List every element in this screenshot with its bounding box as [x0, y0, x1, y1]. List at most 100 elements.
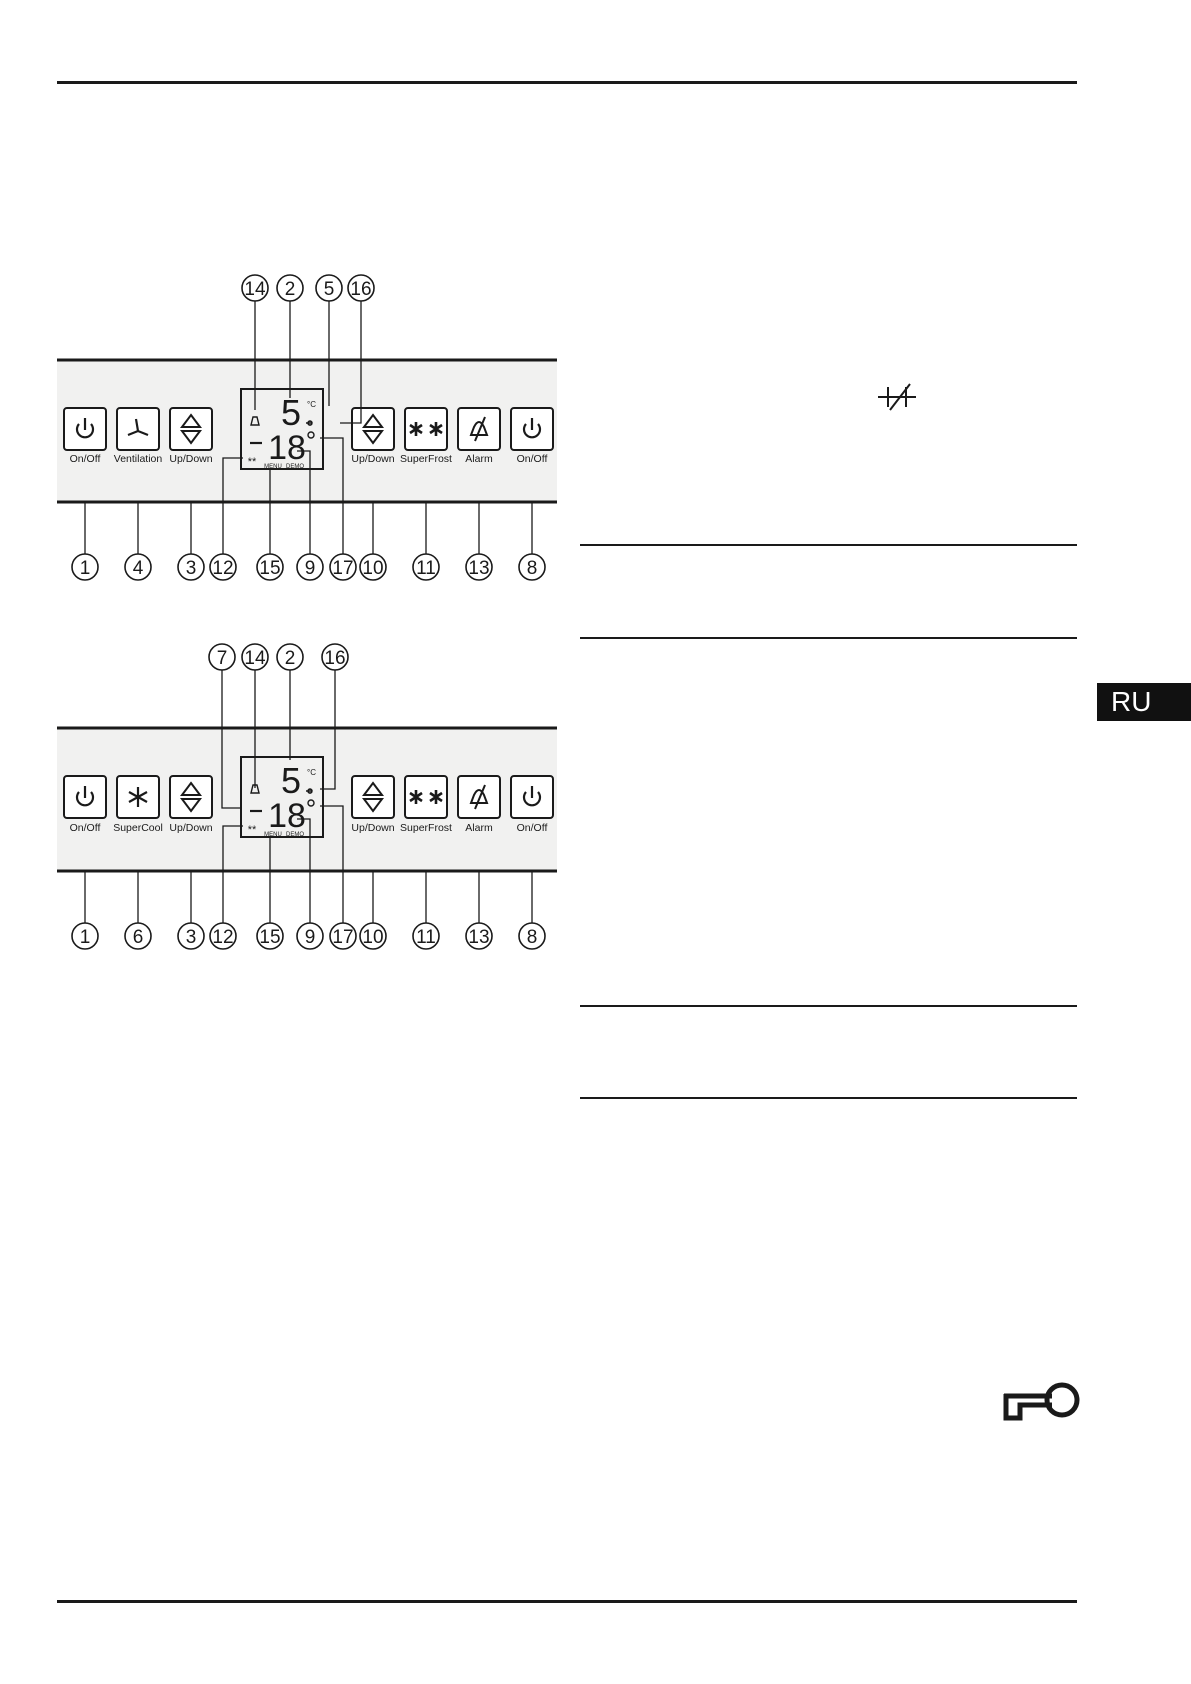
display-alarm-indicator	[250, 784, 260, 794]
alarm-button[interactable]: Alarm	[457, 775, 501, 834]
up-down-right-label: Up/Down	[351, 453, 394, 465]
supercool-button[interactable]: SuperCool	[113, 775, 163, 834]
button-face[interactable]	[169, 775, 213, 819]
leader-line	[320, 670, 336, 790]
leader-line	[222, 825, 243, 923]
callout-number: 10	[362, 927, 383, 948]
bell	[469, 421, 489, 436]
callout-17: 17	[329, 553, 357, 581]
callout-number: 2	[285, 648, 296, 669]
callout-circle	[241, 643, 269, 671]
callout-circle	[124, 922, 152, 950]
up-down-right-button[interactable]: Up/Down	[351, 407, 395, 465]
callout-13: 13	[465, 922, 493, 950]
superfrost-button[interactable]: SuperFrost	[400, 407, 452, 465]
on-off-left-button[interactable]: On/Off	[63, 775, 107, 834]
callout-1: 1	[71, 553, 99, 581]
callout-3: 3	[177, 922, 205, 950]
display-superfrost-indicator: **	[248, 456, 257, 468]
display-unit: °C	[307, 768, 316, 777]
on-off-right-button[interactable]: On/Off	[510, 407, 554, 465]
display-superfrost-indicator: **	[248, 824, 257, 836]
up-down-right-label: Up/Down	[351, 822, 394, 834]
ventilation-button[interactable]: Ventilation	[114, 407, 163, 465]
display-frame	[240, 388, 324, 470]
snowflake-icon	[128, 787, 148, 807]
callout-circle	[412, 922, 440, 950]
callout-number: 9	[305, 927, 316, 948]
on-off-left-label: On/Off	[70, 822, 101, 834]
section-rule-4	[580, 1097, 1077, 1099]
up-down-left-button[interactable]: Up/Down	[169, 775, 213, 834]
double-snowflake-icon	[409, 422, 443, 436]
leader-line	[320, 437, 344, 554]
callout-number: 17	[332, 558, 353, 579]
callout-circle	[315, 274, 343, 302]
superfrost-button[interactable]: SuperFrost	[400, 775, 452, 834]
up-down-icon	[362, 413, 384, 445]
up-arrow	[362, 413, 384, 428]
callout-circle	[209, 553, 237, 581]
callout-16: 16	[321, 643, 349, 671]
callout-number: 5	[324, 279, 335, 300]
ventilation-symbol-icon	[878, 383, 916, 411]
callout-10: 10	[359, 922, 387, 950]
callout-number: 8	[527, 558, 538, 579]
up-down-right-button[interactable]: Up/Down	[351, 775, 395, 834]
leader-line	[221, 670, 240, 809]
callout-number: 14	[244, 279, 266, 300]
callout-11: 11	[412, 922, 440, 950]
display-frame	[240, 756, 324, 838]
callout-number: 6	[133, 927, 144, 948]
power-arc	[522, 791, 542, 807]
callout-circle	[347, 274, 375, 302]
up-down-left-button[interactable]: Up/Down	[169, 407, 213, 465]
callout-number: 13	[468, 558, 489, 579]
up-down-icon	[362, 781, 384, 813]
callout-number: 14	[244, 648, 266, 669]
callout-number: 13	[468, 927, 489, 948]
on-off-right-button[interactable]: On/Off	[510, 775, 554, 834]
callout-14: 14	[241, 643, 269, 671]
down-arrow	[180, 798, 202, 813]
callout-8: 8	[518, 922, 546, 950]
callout-7: 7	[208, 643, 236, 671]
display-menu-label: MENU	[264, 464, 282, 470]
header-rule	[57, 81, 1077, 84]
display-bottom-digits: 18	[268, 429, 306, 467]
snowflake-1	[429, 422, 443, 436]
callout-circle	[518, 553, 546, 581]
button-face[interactable]	[351, 407, 395, 451]
display-off-indicator	[307, 431, 315, 439]
button-face[interactable]	[404, 407, 448, 451]
display-off-indicator	[307, 799, 315, 807]
up-down-left-label: Up/Down	[169, 822, 212, 834]
up-down-icon	[180, 413, 202, 445]
alarm-button[interactable]: Alarm	[457, 407, 501, 465]
button-face[interactable]	[351, 775, 395, 819]
callout-3: 3	[177, 553, 205, 581]
callout-circle	[241, 274, 269, 302]
button-face[interactable]	[404, 775, 448, 819]
section-rule-3	[580, 1005, 1077, 1007]
snowflake-0	[409, 422, 423, 436]
bell-off-icon	[469, 784, 489, 810]
section-rule-2	[580, 637, 1077, 639]
snowflake-0	[409, 790, 423, 804]
bell-slash	[474, 784, 486, 810]
power-icon	[75, 786, 95, 807]
on-off-left-button[interactable]: On/Off	[63, 407, 107, 465]
callout-circle	[124, 553, 152, 581]
alarm-label: Alarm	[465, 822, 493, 834]
button-face[interactable]	[169, 407, 213, 451]
callout-circle	[329, 922, 357, 950]
callout-2: 2	[276, 274, 304, 302]
power-icon	[522, 786, 542, 807]
power-icon	[522, 418, 542, 439]
footer-rule	[57, 1600, 1077, 1603]
down-arrow	[180, 430, 202, 445]
callout-9: 9	[296, 553, 324, 581]
callout-15: 15	[256, 553, 284, 581]
callout-6: 6	[124, 922, 152, 950]
